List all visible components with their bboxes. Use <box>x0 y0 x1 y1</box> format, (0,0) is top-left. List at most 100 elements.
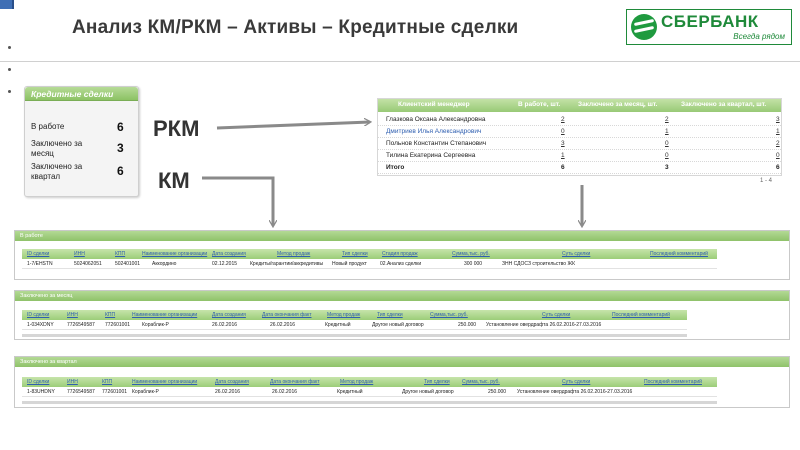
column-header[interactable]: ИНН <box>74 251 85 257</box>
panel-closed-quarter: Заключено за квартал ID сделки ИНН КПП Н… <box>14 356 790 408</box>
summary-value: 3 <box>117 141 124 155</box>
column-header[interactable]: ID сделки <box>27 312 50 318</box>
column-header[interactable]: КПП <box>102 379 113 385</box>
panel-in-work: В работе ID сделки ИНН КПП Наименование … <box>14 230 790 280</box>
summary-title: Кредитные сделки <box>25 87 138 101</box>
column-header[interactable]: Дата создания <box>212 251 246 257</box>
column-header[interactable]: Последний комментарий <box>644 379 702 385</box>
column-header[interactable]: Наименование организации <box>142 251 208 257</box>
column-header[interactable]: Сумма,тыс. руб. <box>430 312 468 318</box>
in-work-count[interactable]: 1 <box>561 152 565 159</box>
month-count[interactable]: 0 <box>665 152 669 159</box>
panel-title: Заключено за месяц <box>15 291 789 301</box>
column-header[interactable]: Тип сделки <box>342 251 368 257</box>
sales-method: Кредиты/гарантии/аккредитивы <box>250 261 324 267</box>
table-row[interactable]: Тилина Екатерина Сергеевна 1 0 0 <box>378 150 781 162</box>
column-header[interactable]: Метод продаж <box>277 251 311 257</box>
km-label: КМ <box>158 168 190 193</box>
column-header[interactable]: Дата окончания факт <box>270 379 320 385</box>
deal-type: Другое новый договор <box>402 389 454 395</box>
column-header[interactable]: ID сделки <box>27 379 50 385</box>
pager: 1 - 4 <box>760 178 773 184</box>
slide-corner-marker <box>0 0 14 9</box>
column-header[interactable]: Дата создания <box>212 312 246 318</box>
table-header: ID сделки ИНН КПП Наименование организац… <box>22 310 687 320</box>
column-header[interactable]: Метод продаж <box>340 379 374 385</box>
horizontal-scrollbar[interactable] <box>22 334 687 337</box>
column-header[interactable]: Наименование организации <box>132 379 198 385</box>
manager-table: Клиентский менеджер В работе, шт. Заключ… <box>377 98 782 176</box>
table-row[interactable]: 1-83UHDNY 7726549587 772601001 Кораблик-… <box>22 388 717 397</box>
column-header[interactable]: ИНН <box>67 379 78 385</box>
column-header[interactable]: Дата окончания факт <box>262 312 312 318</box>
manager-name[interactable]: Тилина Екатерина Сергеевна <box>386 152 476 159</box>
deal-id[interactable]: 1-83UHDNY <box>27 389 55 395</box>
column-header[interactable]: ИНН <box>67 312 78 318</box>
logo-tagline: Всегда рядом <box>733 32 785 41</box>
column-header[interactable]: Клиентский менеджер <box>398 101 470 108</box>
deal-essence: ЗНН СДОСЗ строительство ЖК <box>502 261 575 267</box>
table-row[interactable]: Польнов Константин Степанович 3 0 2 <box>378 138 781 150</box>
horizontal-scrollbar[interactable] <box>22 401 717 404</box>
in-work-count[interactable]: 0 <box>561 128 565 135</box>
column-header[interactable]: Сумма,тыс. руб. <box>452 251 490 257</box>
header-divider <box>0 61 800 62</box>
created-date: 02.12.2015 <box>212 261 238 267</box>
column-header[interactable]: Метод продаж <box>327 312 361 318</box>
manager-name[interactable]: Дмитриев Илья Александрович <box>386 128 482 135</box>
deal-type: Новый продукт <box>332 261 367 267</box>
deal-essence: Установление овердрафта 26.02.2016-27.03… <box>517 389 633 395</box>
table-total-row: Итого 6 3 6 <box>378 162 781 174</box>
organization: Кораблик-Р <box>132 389 159 395</box>
quarter-count[interactable]: 0 <box>776 152 780 159</box>
table-row[interactable]: Дмитриев Илья Александрович 0 1 1 <box>378 126 781 138</box>
month-count[interactable]: 2 <box>665 116 669 123</box>
column-header[interactable]: ID сделки <box>27 251 50 257</box>
table-row[interactable]: 1-034XDNY 7726549587 772601001 Кораблик-… <box>22 321 687 330</box>
column-header[interactable]: Дата создания <box>215 379 249 385</box>
column-header[interactable]: КПП <box>115 251 126 257</box>
column-header[interactable]: Тип сделки <box>377 312 403 318</box>
column-header[interactable]: Заключено за месяц, шт. <box>578 101 658 108</box>
column-header[interactable]: Заключено за квартал, шт. <box>681 101 767 108</box>
kpp: 772601001 <box>102 389 128 395</box>
column-header[interactable]: Тип сделки <box>424 379 450 385</box>
column-header[interactable]: КПП <box>105 312 116 318</box>
column-header[interactable]: Сумма,тыс. руб. <box>462 379 500 385</box>
column-header[interactable]: Последний комментарий <box>650 251 708 257</box>
in-work-count[interactable]: 2 <box>561 116 565 123</box>
in-work-count[interactable]: 3 <box>561 140 565 147</box>
column-header[interactable]: Суть сделки <box>562 251 591 257</box>
inn: 5024062051 <box>74 261 102 267</box>
month-count[interactable]: 1 <box>665 128 669 135</box>
table-row[interactable]: Глазкова Оксана Александровна 2 2 3 <box>378 114 781 126</box>
column-header[interactable]: Наименование организации <box>132 312 198 318</box>
column-header[interactable]: Последний комментарий <box>612 312 670 318</box>
kpp: 772601001 <box>105 322 131 328</box>
table-header: ID сделки ИНН КПП Наименование организац… <box>22 249 717 259</box>
sberbank-logo: СБЕРБАНК Всегда рядом <box>626 9 792 45</box>
manager-table-header: Клиентский менеджер В работе, шт. Заключ… <box>378 99 781 112</box>
deal-id[interactable]: 1-7/EHSTN <box>27 261 53 267</box>
bullet-dot <box>8 68 11 71</box>
manager-name[interactable]: Глазкова Оксана Александровна <box>386 116 486 123</box>
manager-name[interactable]: Польнов Константин Степанович <box>386 140 487 147</box>
deal-id[interactable]: 1-034XDNY <box>27 322 54 328</box>
amount: 300 000 <box>464 261 483 267</box>
column-header[interactable]: Суть сделки <box>542 312 571 318</box>
quarter-count[interactable]: 1 <box>776 128 780 135</box>
created-date: 26.02.2016 <box>215 389 241 395</box>
column-header[interactable]: Суть сделки <box>562 379 591 385</box>
organization: Аккордино <box>152 261 177 267</box>
in-work-table: ID сделки ИНН КПП Наименование организац… <box>22 249 717 277</box>
quarter-count[interactable]: 3 <box>776 116 780 123</box>
panel-title: Заключено за квартал <box>15 357 789 367</box>
inn: 7726549587 <box>67 322 95 328</box>
month-count[interactable]: 0 <box>665 140 669 147</box>
column-header[interactable]: Стадия продаж <box>382 251 418 257</box>
table-row[interactable]: 1-7/EHSTN 5024062051 502401001 Аккордино… <box>22 260 717 269</box>
quarter-count[interactable]: 2 <box>776 140 780 147</box>
bullet-dot <box>8 90 11 93</box>
summary-label: Заключено за квартал <box>31 162 83 181</box>
column-header[interactable]: В работе, шт. <box>518 101 561 108</box>
